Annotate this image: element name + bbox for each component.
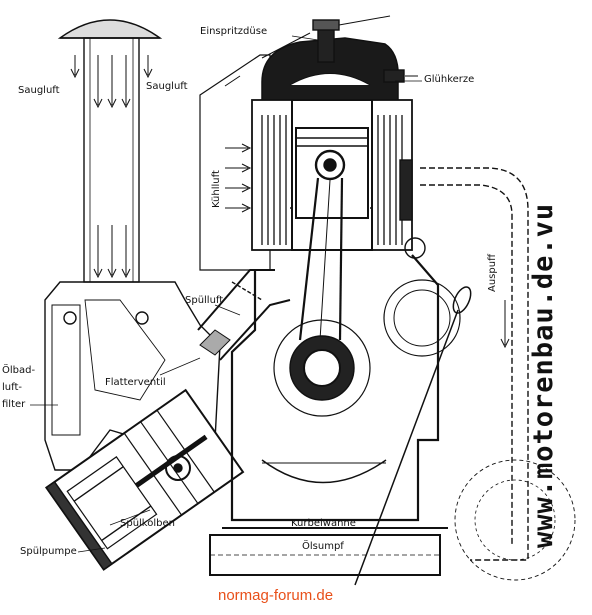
injector (261, 15, 391, 63)
label-oil-bath-filter-2: luft- (2, 382, 22, 393)
label-scavenge-piston: Spülkolben (120, 518, 175, 529)
label-flutter-valve: Flatterventil (105, 377, 166, 388)
glow-plug (383, 69, 418, 83)
label-exhaust: Auspuff (487, 254, 498, 292)
label-intake-air-right: Saugluft (146, 81, 188, 92)
label-scavenge-air: Spülluft (185, 295, 224, 306)
footer-credit: normag-forum.de (218, 587, 334, 604)
label-injector: Einspritzdüse (200, 26, 268, 37)
scavenge-pump (44, 388, 245, 571)
crankshaft (273, 319, 371, 417)
scavenge-duct (197, 269, 291, 361)
label-crankcase: Kurbelwanne (291, 518, 356, 529)
label-scavenge-pump: Spülpumpe (20, 546, 77, 557)
connecting-rod (298, 177, 344, 341)
label-oil-bath-filter-1: Ölbad- (2, 365, 36, 376)
label-cooling-air: Kühlluft (211, 170, 222, 208)
intake-stack (57, 19, 163, 283)
label-glow-plug: Glühkerze (424, 74, 475, 85)
label-oil-sump: Ölsumpf (302, 541, 344, 552)
label-oil-bath-filter-3: filter (2, 399, 26, 410)
crankcase (209, 254, 448, 576)
exhaust-manifold (383, 159, 576, 581)
label-intake-air-left: Saugluft (18, 85, 60, 96)
piston (295, 127, 369, 219)
watermark: www.motorenbau.de.vu (528, 202, 559, 548)
dipstick (354, 286, 472, 586)
